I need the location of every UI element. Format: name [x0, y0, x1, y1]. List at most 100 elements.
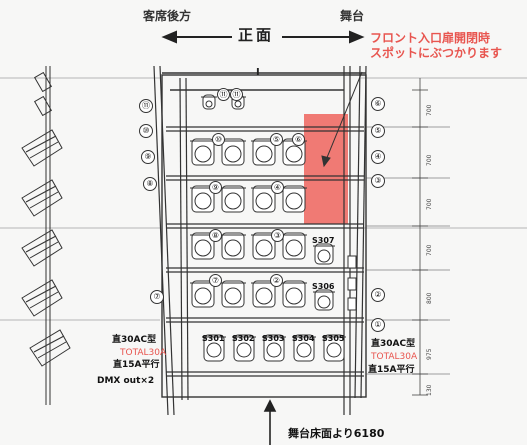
dimension-3: 700 — [426, 198, 433, 210]
row-circle-right: ⑤ — [371, 124, 385, 138]
fixture-number: ④ — [271, 181, 284, 194]
dimension-7: 130 — [426, 384, 433, 396]
dimension-5: 800 — [426, 292, 433, 304]
par-fixture — [220, 232, 246, 260]
fixture-body — [221, 138, 245, 166]
pipes — [166, 126, 364, 377]
door-clearance-zone — [304, 114, 348, 224]
fixture-lens — [285, 145, 303, 163]
fixture-lens — [234, 100, 242, 108]
fixture-lens — [266, 342, 282, 358]
fixture-body — [221, 185, 245, 213]
fixture-body — [314, 289, 334, 311]
floor-arrow — [263, 399, 277, 445]
fixture-body — [191, 138, 215, 166]
par-fixture — [190, 280, 216, 308]
fixture-lens — [205, 100, 213, 108]
right-ac-type: 直30AC型 — [371, 339, 416, 349]
par-fixture — [190, 138, 216, 166]
fixture-body — [282, 280, 306, 308]
left-dmx: DMX out×2 — [97, 376, 155, 386]
note-line-2: スポットにぶつかります — [370, 46, 503, 60]
rail-connector — [347, 255, 357, 269]
fixture-number: ⑩ — [212, 133, 225, 146]
fixture-lens — [317, 249, 331, 263]
fixture-lens — [194, 192, 212, 210]
fixture-body — [252, 138, 276, 166]
fixture-body — [191, 232, 215, 260]
side-elevation — [21, 66, 71, 405]
side-fixture — [21, 129, 63, 167]
fixture-lens — [224, 287, 242, 305]
side-fixture — [21, 229, 63, 267]
fixture-body — [191, 185, 215, 213]
floor-height-label: 舞台床面より6180 — [288, 427, 385, 440]
par-fixture — [313, 243, 335, 265]
side-fixture — [21, 179, 63, 217]
direction-arrow — [161, 30, 365, 44]
rig-frame — [161, 72, 367, 398]
fixture-lens — [326, 342, 342, 358]
fixture-lens — [255, 145, 273, 163]
left-flat15: 直15A平行 — [113, 360, 160, 370]
fixture-lens — [194, 239, 212, 257]
right-ac-total: TOTAL30A — [371, 352, 418, 362]
side-fixture — [21, 279, 63, 317]
fixture-lens — [285, 239, 303, 257]
row-circle-right: ④ — [371, 150, 385, 164]
par-fixture — [281, 185, 307, 213]
row-circle-left: ⑨ — [141, 150, 155, 164]
par-fixture — [201, 94, 217, 110]
par-fixture — [232, 334, 256, 362]
fixture-lens — [296, 342, 312, 358]
fixture-tag: S307 — [312, 236, 335, 245]
header-audience-rear: 客席後方 — [143, 9, 192, 23]
dimension-6: 975 — [426, 348, 433, 360]
side-fixture — [29, 329, 71, 367]
par-fixture — [281, 280, 307, 308]
side-spot — [33, 71, 53, 117]
fixture-tag: S302 — [232, 334, 255, 343]
fixture-lens — [236, 342, 252, 358]
row-circle-left: ⑧ — [143, 177, 157, 191]
fixture-lens — [224, 192, 242, 210]
par-fixture — [322, 334, 346, 362]
fixture-body — [282, 185, 306, 213]
fixture-tag: S303 — [262, 334, 285, 343]
row-circle-right: ① — [371, 318, 385, 332]
fixture-lens — [285, 287, 303, 305]
par-fixture — [220, 280, 246, 308]
fixture-body — [252, 185, 276, 213]
guide-lines — [0, 77, 527, 321]
fixture-tag: S301 — [202, 334, 225, 343]
row-circle-right: ③ — [371, 174, 385, 188]
row-circle-left: ⑩ — [139, 124, 153, 138]
right-flat15: 直15A平行 — [368, 365, 415, 375]
row-circle-right: ② — [371, 288, 385, 302]
fixture-lens — [255, 239, 273, 257]
dimension-1: 700 — [426, 104, 433, 116]
fixture-lens — [224, 239, 242, 257]
par-fixture — [292, 334, 316, 362]
row-circle-left: ⑦ — [150, 290, 164, 304]
fixture-body — [221, 280, 245, 308]
fixture-lens — [194, 287, 212, 305]
rail-connector — [347, 297, 357, 311]
fixture-number: ⑪ — [230, 88, 243, 101]
fixture-number: ② — [270, 274, 283, 287]
par-fixture — [251, 280, 277, 308]
fixture-lens — [317, 295, 331, 309]
fixture-number: ⑧ — [209, 229, 222, 242]
fixture-lens — [206, 342, 222, 358]
fixture-lens — [255, 287, 273, 305]
header-stage: 舞台 — [340, 9, 365, 23]
fixture-number: ⑪ — [217, 88, 230, 101]
par-fixture — [220, 185, 246, 213]
par-fixture — [251, 232, 277, 260]
row-circle-right: ⑥ — [371, 97, 385, 111]
fixture-lens — [194, 145, 212, 163]
fixture-number: ⑦ — [209, 274, 222, 287]
fixture-number: ⑥ — [292, 133, 305, 146]
